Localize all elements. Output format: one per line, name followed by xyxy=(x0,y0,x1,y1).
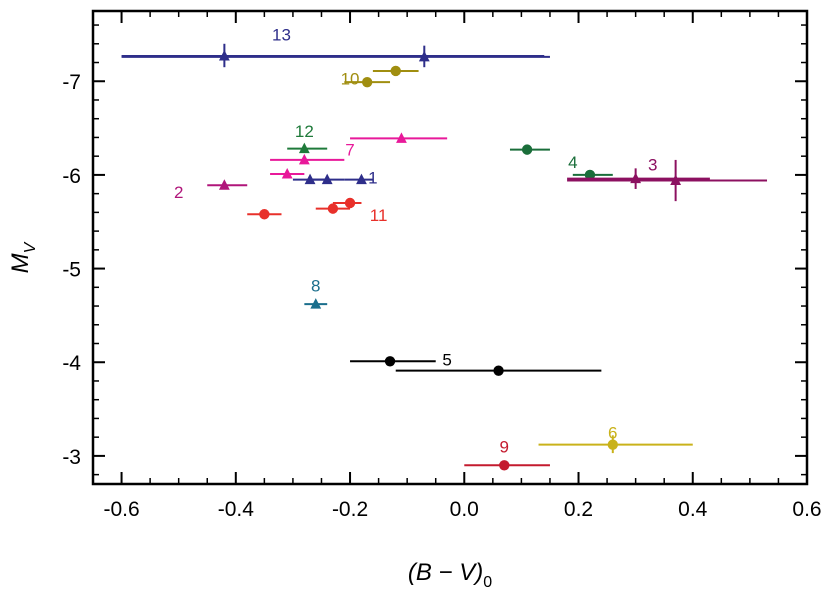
x-tick-label: 0.6 xyxy=(792,498,821,521)
data-point-circle xyxy=(259,209,270,220)
chart-marks xyxy=(121,43,768,471)
y-axis-label: MV xyxy=(7,241,39,273)
data-point-triangle xyxy=(310,298,322,309)
x-tick-label: -0.6 xyxy=(103,498,139,521)
data-point-circle xyxy=(361,76,373,88)
data-point-circle xyxy=(344,197,356,209)
data-point-circle xyxy=(384,356,396,367)
data-point-group-10 xyxy=(344,76,391,88)
data-point-group-12 xyxy=(287,142,328,154)
data-point-triangle xyxy=(396,132,407,143)
data-point-group-11 xyxy=(315,203,351,214)
group-label-3: 3 xyxy=(648,156,657,175)
y-tick-label: -6 xyxy=(62,165,81,188)
x-tick-label: 0.4 xyxy=(678,498,708,521)
data-point-circle xyxy=(390,65,401,77)
group-label-12: 12 xyxy=(295,122,314,141)
x-tick-label: 0.0 xyxy=(450,498,479,521)
data-point-triangle xyxy=(281,167,293,179)
data-point-group-7 xyxy=(270,167,305,179)
data-point-triangle xyxy=(321,173,333,185)
data-point-circle xyxy=(327,203,339,214)
group-label-1: 1 xyxy=(368,169,377,188)
group-label-9: 9 xyxy=(500,438,509,457)
data-point-group-8 xyxy=(304,298,328,309)
plot-frame xyxy=(91,9,809,486)
group-label-2: 2 xyxy=(174,183,183,202)
data-point-group-1 xyxy=(310,173,345,185)
data-point-group-5 xyxy=(395,365,602,376)
x-tick-label: -0.4 xyxy=(218,498,255,521)
group-label-4: 4 xyxy=(568,153,577,172)
data-point-group-11 xyxy=(247,209,282,220)
x-axis-label: (B − V)0 xyxy=(408,559,492,591)
data-point-group-5 xyxy=(350,356,436,367)
data-point-triangle xyxy=(218,179,230,190)
data-point-triangle xyxy=(356,173,367,185)
data-point-group-9 xyxy=(464,460,550,471)
data-point-group-7 xyxy=(350,132,448,143)
data-point-circle xyxy=(499,460,510,471)
data-point-group-13 xyxy=(121,43,545,68)
group-label-13: 13 xyxy=(272,25,291,44)
data-point-group-7 xyxy=(270,153,345,165)
data-point-triangle xyxy=(670,174,682,186)
data-point-group-13 xyxy=(121,45,550,68)
data-point-group-11 xyxy=(332,197,362,209)
y-tick-label: -5 xyxy=(62,259,81,282)
x-tick-label: -0.2 xyxy=(332,498,368,521)
y-tick-label: -4 xyxy=(62,352,81,375)
group-label-11: 11 xyxy=(370,206,388,225)
data-point-triangle xyxy=(298,153,310,165)
group-label-5: 5 xyxy=(442,350,451,369)
data-point-triangle xyxy=(298,142,310,154)
x-tick-label: 0.2 xyxy=(564,498,593,521)
data-point-group-10 xyxy=(372,65,419,77)
chart-axes: -0.6 -0.4 -0.2 0.0 0.2 0.4 0.6 -3 -4 -5 -6 -7 xyxy=(62,11,822,521)
data-point-group-4 xyxy=(572,169,613,181)
data-point-group-4 xyxy=(509,144,550,155)
y-tick-label: -3 xyxy=(62,446,81,469)
data-point-group-1 xyxy=(344,173,373,185)
group-label-10: 10 xyxy=(341,69,360,88)
data-point-circle xyxy=(584,169,596,181)
data-point-group-6 xyxy=(538,435,693,454)
data-point-group-2 xyxy=(207,179,248,190)
data-point-group-3 xyxy=(567,159,768,202)
data-point-circle xyxy=(521,144,533,155)
group-label-8: 8 xyxy=(311,276,320,295)
data-point-circle xyxy=(493,365,504,376)
data-point-triangle xyxy=(418,50,430,62)
y-tick-label: -7 xyxy=(62,71,81,94)
group-label-6: 6 xyxy=(608,423,617,442)
data-point-circle xyxy=(607,439,618,450)
group-label-7: 7 xyxy=(345,141,354,160)
